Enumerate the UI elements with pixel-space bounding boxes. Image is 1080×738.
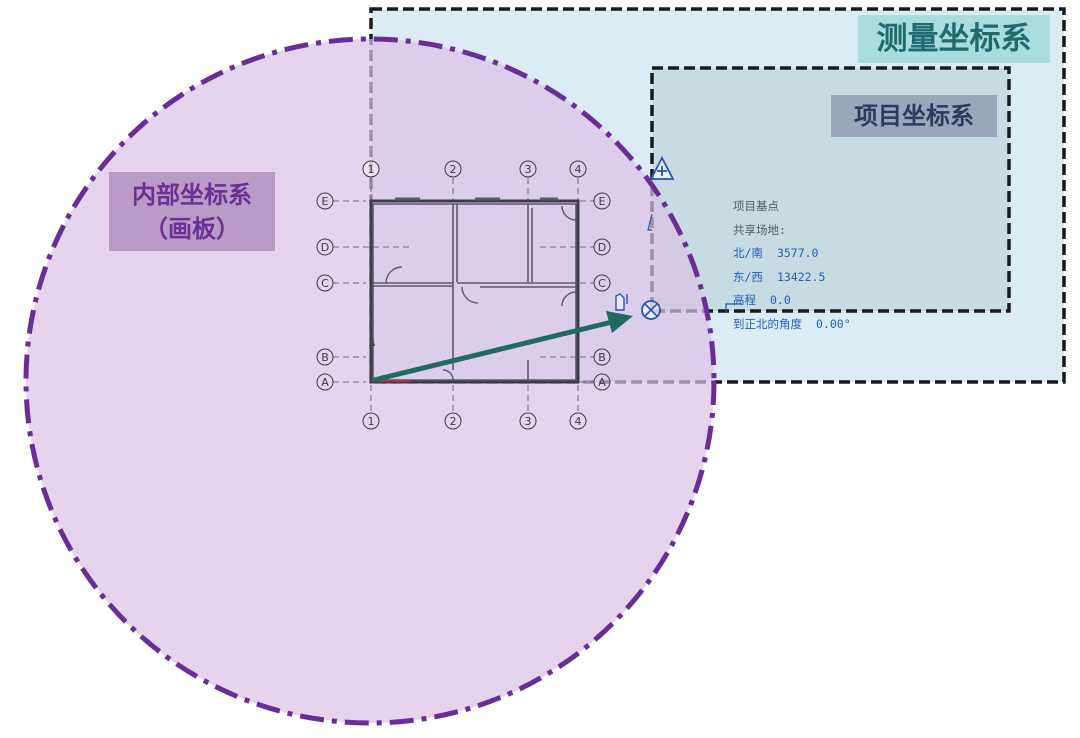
row-bubble-left-B: B xyxy=(316,348,334,366)
angle-row[interactable]: 到正北的角度 0.00° xyxy=(733,316,851,332)
survey-point-icon[interactable] xyxy=(649,156,675,180)
col-label: 4 xyxy=(575,415,582,428)
col-label: 3 xyxy=(525,415,532,428)
row-label: B xyxy=(598,351,606,364)
row-bubble-right-A: A xyxy=(593,373,611,391)
row-bubble-right-B: B xyxy=(593,348,611,366)
north-south-value[interactable]: 3577.0 xyxy=(776,246,819,260)
leader-mark xyxy=(725,303,742,312)
elevation-value[interactable]: 0.0 xyxy=(770,293,791,307)
col-label: 1 xyxy=(368,415,375,428)
col-bubble-bottom-2: 2 xyxy=(444,412,462,430)
col-label: 1 xyxy=(368,163,375,176)
row-label: D xyxy=(598,241,606,254)
north-south-row[interactable]: 北/南 3577.0 xyxy=(733,245,818,261)
col-bubble-top-3: 3 xyxy=(519,160,537,178)
col-label: 2 xyxy=(450,415,457,428)
shared-site-label: 共享场地: xyxy=(733,223,786,237)
north-south-label: 北/南 xyxy=(733,246,763,260)
survey-coordinate-label: 测量坐标系 xyxy=(858,15,1050,63)
row-label: C xyxy=(598,277,606,290)
elevation-row[interactable]: 高程 0.0 xyxy=(733,292,791,308)
project-base-point-icon[interactable] xyxy=(641,300,661,320)
col-label: 4 xyxy=(575,163,582,176)
floor-plan xyxy=(333,176,594,414)
relation-arrow xyxy=(373,311,633,383)
row-bubble-right-E: E xyxy=(593,192,611,210)
row-bubble-right-D: D xyxy=(593,238,611,256)
elevation-label: 高程 xyxy=(733,293,756,307)
base-point-title: 项目基点 xyxy=(733,199,779,213)
row-label: E xyxy=(322,195,329,208)
project-coordinate-label: 项目坐标系 xyxy=(831,95,997,137)
clip-marker-icon xyxy=(647,213,653,231)
grid-bubbles: 1 2 3 4 1 2 3 4 E D C B A E D C B A xyxy=(316,160,611,430)
col-label: 3 xyxy=(525,163,532,176)
internal-label-line1: 内部坐标系 xyxy=(132,181,252,209)
row-bubble-left-D: D xyxy=(316,238,334,256)
row-bubble-left-C: C xyxy=(316,274,334,292)
row-bubble-left-E: E xyxy=(316,192,334,210)
angle-value[interactable]: 0.00° xyxy=(816,317,851,331)
inner-walls xyxy=(372,197,577,381)
east-west-value[interactable]: 13422.5 xyxy=(776,270,826,284)
row-label: A xyxy=(598,376,606,389)
col-bubble-top-1: 1 xyxy=(362,160,380,178)
row-label: E xyxy=(599,195,606,208)
grid-lines xyxy=(333,176,594,414)
col-bubble-bottom-1: 1 xyxy=(362,412,380,430)
row-label: B xyxy=(321,351,329,364)
row-bubble-left-A: A xyxy=(316,373,334,391)
col-bubble-top-4: 4 xyxy=(569,160,587,178)
row-bubble-right-C: C xyxy=(593,274,611,292)
east-west-row[interactable]: 东/西 13422.5 xyxy=(733,269,825,285)
row-label: C xyxy=(321,277,329,290)
internal-coordinate-label: 内部坐标系 （画板） xyxy=(109,172,275,251)
col-bubble-bottom-4: 4 xyxy=(569,412,587,430)
east-west-label: 东/西 xyxy=(733,270,763,284)
pin-icon[interactable] xyxy=(615,293,628,311)
angle-label: 到正北的角度 xyxy=(733,317,802,331)
row-label: D xyxy=(321,241,329,254)
col-label: 2 xyxy=(450,163,457,176)
row-label: A xyxy=(321,376,329,389)
internal-label-line2: （画板） xyxy=(144,215,240,243)
walls xyxy=(369,199,580,384)
col-bubble-bottom-3: 3 xyxy=(519,412,537,430)
col-bubble-top-2: 2 xyxy=(444,160,462,178)
